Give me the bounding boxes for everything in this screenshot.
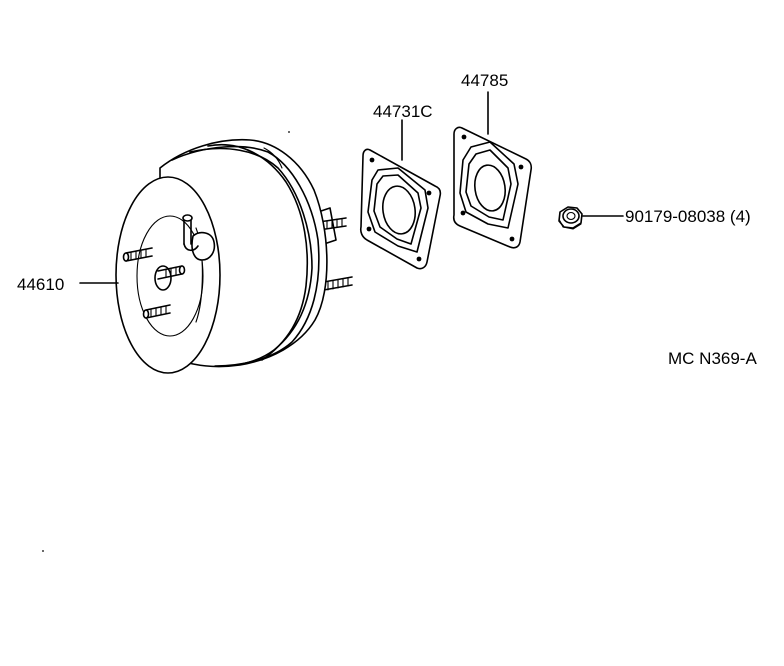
brake-booster-drawing	[115, 138, 353, 374]
vacuum-fitting	[182, 214, 216, 261]
front-stud-lower	[142, 304, 171, 319]
scan-speck	[288, 131, 290, 133]
push-rod	[154, 265, 186, 291]
mounting-nut-drawing	[558, 206, 583, 230]
part-number-label[interactable]: 44731C	[373, 102, 433, 121]
part-number-label[interactable]: 44610	[17, 275, 64, 294]
scan-speck	[42, 550, 44, 552]
figure-code: MC N369-A	[668, 349, 757, 368]
booster-plate-drawing	[452, 126, 533, 249]
booster-gasket-drawing	[359, 148, 442, 270]
part-number-label[interactable]: 44785	[461, 71, 508, 90]
part-number-label[interactable]: 90179-08038 (4)	[625, 207, 751, 226]
front-stud-upper	[122, 247, 153, 262]
